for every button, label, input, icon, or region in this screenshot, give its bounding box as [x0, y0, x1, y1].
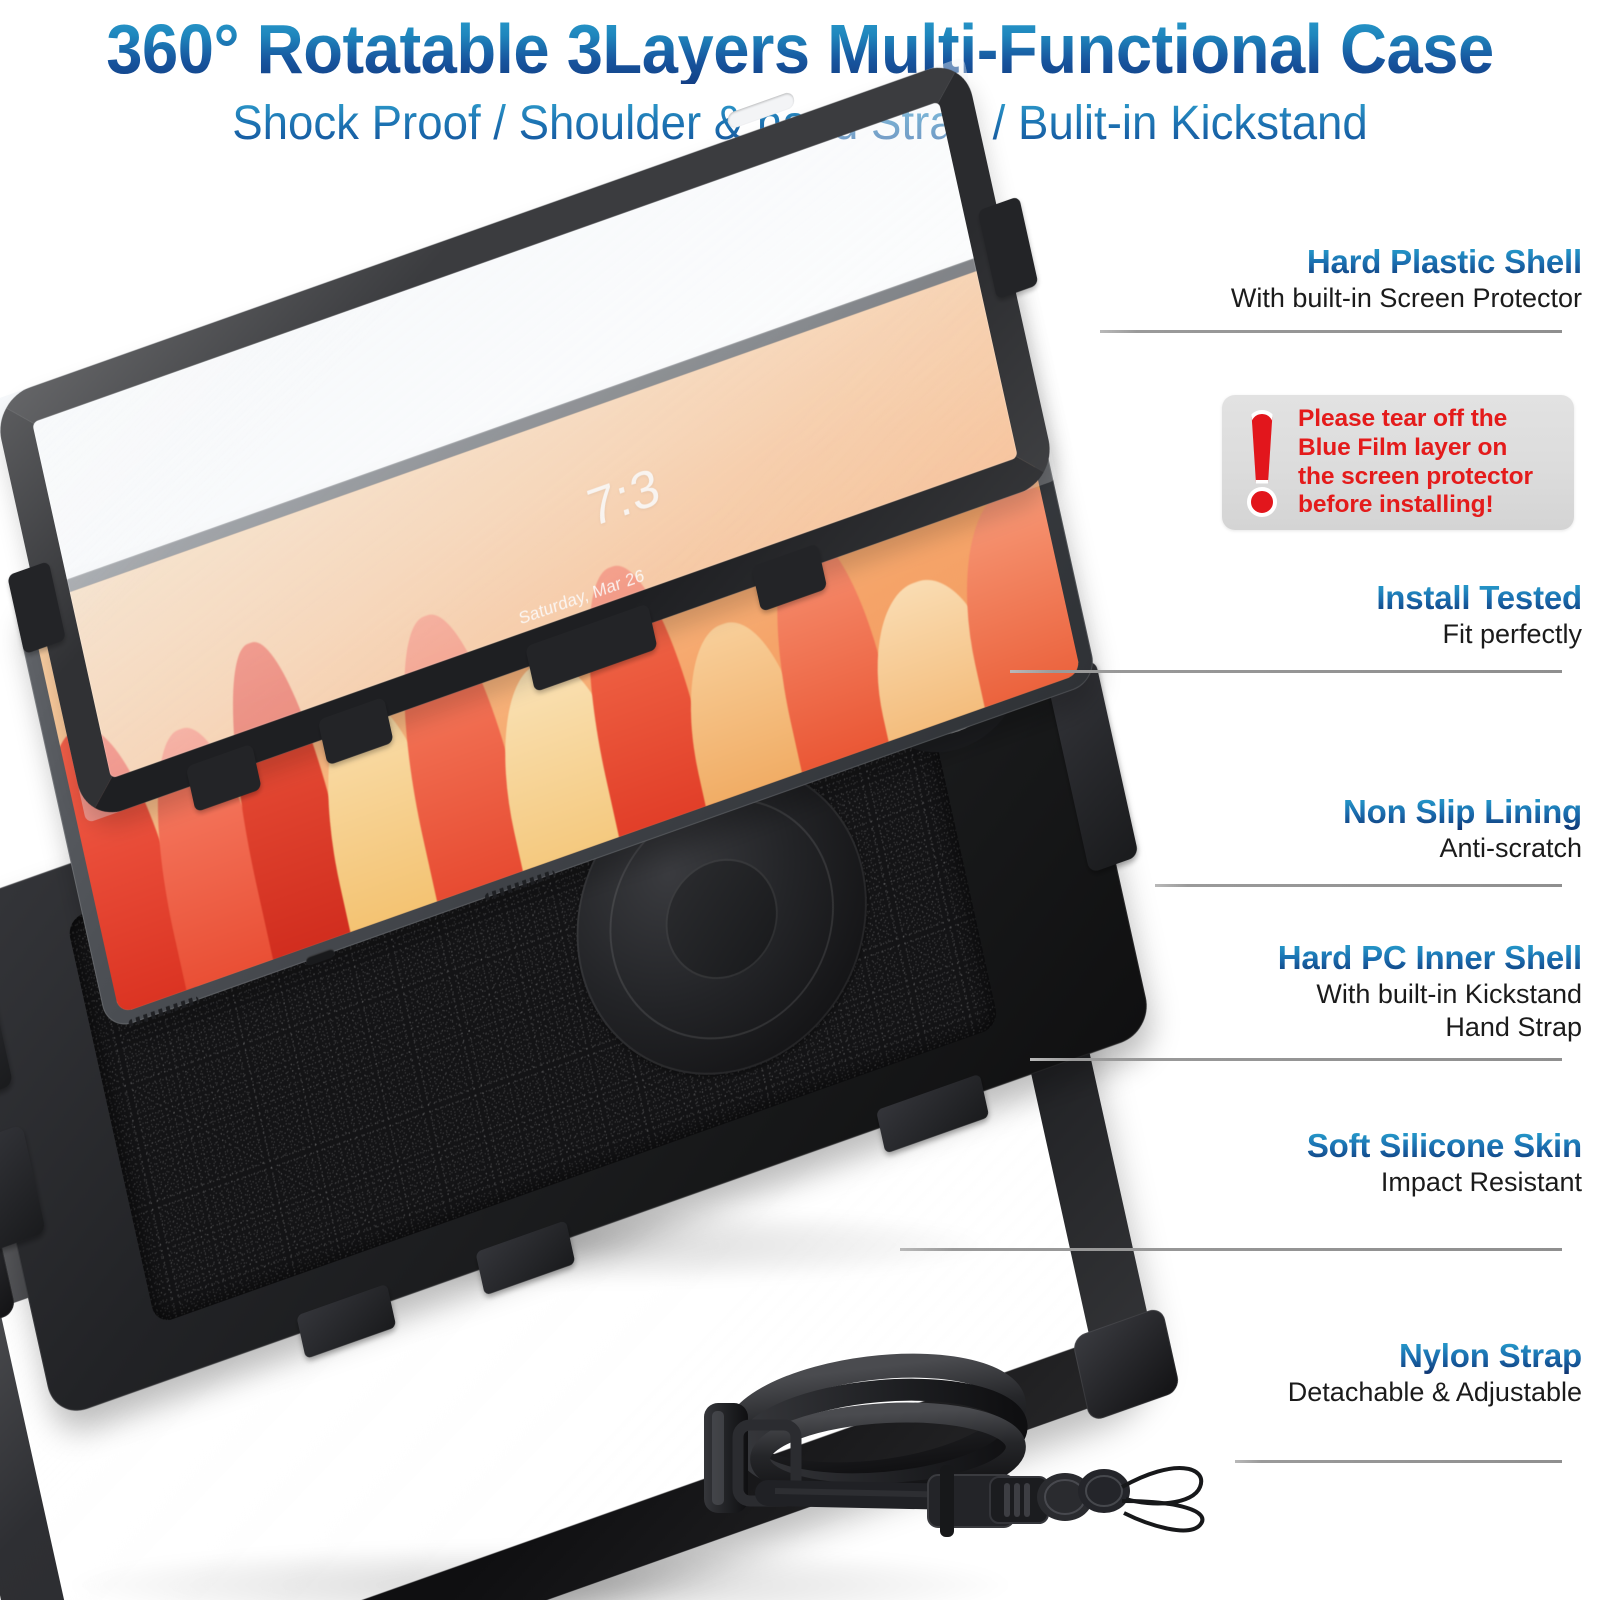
warning-text: Please tear off the Blue Film layer on t…: [1298, 405, 1533, 520]
warning-callout-box: Please tear off the Blue Film layer on t…: [1222, 395, 1574, 530]
leader-line-hard-pc-inner-shell: [1030, 1058, 1562, 1061]
layer-nylon-strap: [660, 1325, 1220, 1595]
label-title: Nylon Strap: [1112, 1337, 1582, 1375]
label-hard-plastic-shell: Hard Plastic Shell With built-in Screen …: [1112, 243, 1582, 314]
label-soft-silicone-skin: Soft Silicone Skin Impact Resistant: [1112, 1127, 1582, 1198]
exclamation-icon: [1236, 407, 1288, 519]
nylon-strap-illustration: [704, 1353, 1205, 1537]
warning-line-3: the screen protector: [1298, 462, 1533, 490]
product-exploded-view: 7:3 Saturday, Mar 26: [0, 56, 1220, 1600]
label-subtitle: Fit perfectly: [1442, 618, 1582, 649]
label-title: Hard Plastic Shell: [1112, 243, 1582, 281]
leader-line-soft-silicone-skin: [900, 1248, 1562, 1251]
warning-line-2: Blue Film layer on: [1298, 433, 1508, 461]
leader-line-install-tested: [1010, 670, 1562, 673]
warning-line-1: Please tear off the: [1298, 405, 1508, 433]
exclamation-dot: [1247, 486, 1277, 517]
leader-line-hard-plastic-shell: [1100, 330, 1562, 333]
warning-line-4: before installing!: [1298, 491, 1494, 519]
label-title: Non Slip Lining: [1112, 793, 1582, 831]
label-subtitle: With built-in Screen Protector: [1230, 282, 1582, 313]
label-nylon-strap: Nylon Strap Detachable & Adjustable: [1112, 1337, 1582, 1408]
label-title: Soft Silicone Skin: [1112, 1127, 1582, 1165]
label-subtitle: Impact Resistant: [1380, 1166, 1582, 1197]
exclamation-bar: [1251, 409, 1273, 484]
label-subtitle-secondary: Hand Strap: [1445, 1012, 1582, 1043]
label-non-slip-lining: Non Slip Lining Anti-scratch: [1112, 793, 1582, 864]
leader-line-nylon-strap: [1235, 1460, 1562, 1463]
leader-line-non-slip-lining: [1155, 884, 1562, 887]
label-title: Hard PC Inner Shell: [1112, 939, 1582, 977]
label-hard-pc-inner-shell: Hard PC Inner Shell With built-in Kickst…: [1112, 939, 1582, 1044]
label-subtitle: With built-in Kickstand: [1316, 978, 1582, 1009]
label-subtitle: Anti-scratch: [1439, 832, 1582, 863]
page-title: 360° Rotatable 3Layers Multi-Functional …: [56, 0, 1544, 84]
buckle: [927, 1465, 1049, 1537]
label-title: Install Tested: [1112, 579, 1582, 617]
label-subtitle: Detachable & Adjustable: [1287, 1376, 1582, 1407]
label-install-tested: Install Tested Fit perfectly: [1112, 579, 1582, 650]
